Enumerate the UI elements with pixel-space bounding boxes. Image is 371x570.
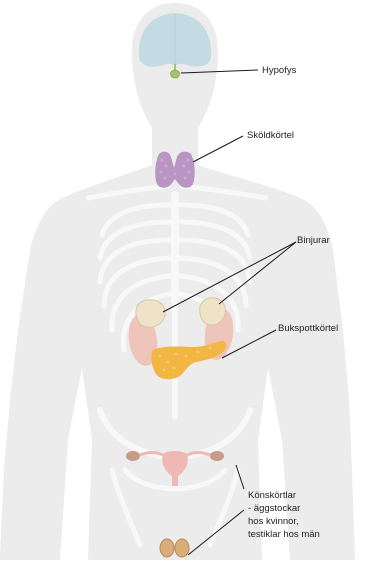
label-bukspottkortel: Bukspottkörtel	[278, 323, 338, 334]
label-konskortlar-line-2: - äggstockar	[248, 503, 300, 514]
pituitary-body	[171, 70, 180, 78]
label-konskortlar-line-3: hos kvinnor,	[248, 516, 299, 527]
ovary-left	[126, 451, 140, 461]
testis-left	[160, 539, 174, 557]
ovary-right	[210, 451, 224, 461]
leader-skoldkortel	[193, 136, 243, 162]
label-binjurar: Binjurar	[297, 235, 330, 246]
testis-right	[175, 539, 189, 557]
label-skoldkortel: Sköldkörtel	[247, 130, 294, 141]
label-konskortlar-line-4: testiklar hos män	[248, 529, 320, 540]
adrenal-left	[136, 300, 165, 327]
label-hypofys: Hypofys	[262, 65, 297, 76]
label-konskortlar-line-1: Könskörtlar	[248, 490, 296, 501]
